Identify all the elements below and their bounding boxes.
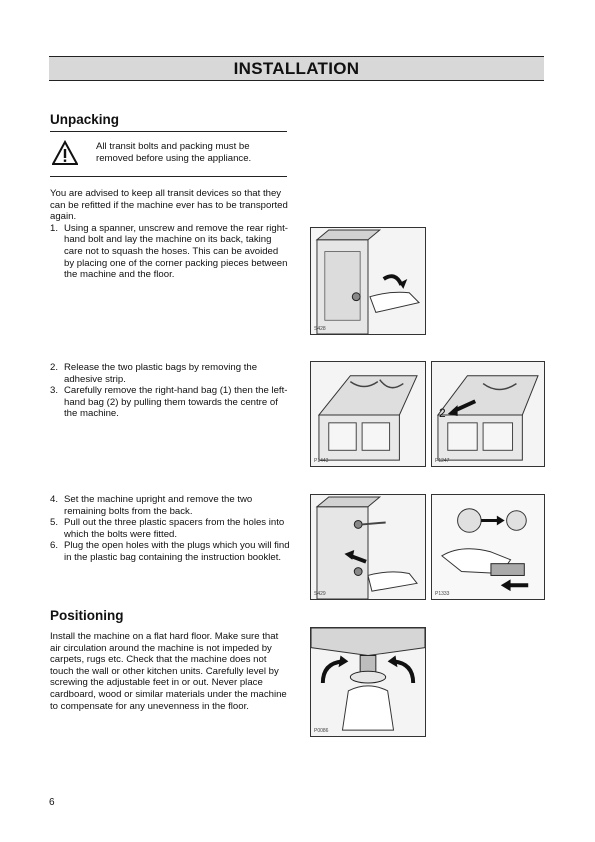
figure-release-bags: P1443 <box>310 361 426 467</box>
warning-text: All transit bolts and packing must be re… <box>96 141 252 164</box>
figure-code: S429 <box>314 591 326 597</box>
step-text: Plug the open holes with the plugs which… <box>64 540 290 563</box>
step-5: 5. Pull out the three plastic spacers fr… <box>50 517 290 540</box>
page-number: 6 <box>49 797 55 808</box>
figure-code: P0086 <box>314 728 329 734</box>
step-number: 2. <box>50 362 59 373</box>
figure-code: P1333 <box>435 591 450 597</box>
step-number: 1. <box>50 222 59 234</box>
machine-rear-illustration <box>315 229 421 334</box>
page-title-bar: INSTALLATION <box>49 56 544 81</box>
step-6: 6. Plug the open holes with the plugs wh… <box>50 540 290 563</box>
step-list-3: 4. Set the machine upright and remove th… <box>50 494 290 564</box>
machine-on-back-illustration <box>317 375 418 461</box>
step-1: 1. Using a spanner, unscrew and remove t… <box>50 223 290 281</box>
unpacking-top-rule <box>50 131 287 132</box>
step-3: 3. Carefully remove the right-hand bag (… <box>50 385 290 420</box>
figure-code: S428 <box>314 326 326 332</box>
step-text: Carefully remove the right-hand bag (1) … <box>64 385 288 420</box>
steps-2-3: 2. Release the two plastic bags by remov… <box>50 362 290 420</box>
step-list-1: 1. Using a spanner, unscrew and remove t… <box>50 223 290 281</box>
figure-remove-rear-bolt: S428 <box>310 227 426 335</box>
positioning-text: Install the machine on a flat hard floor… <box>50 631 287 712</box>
bag-removal-illustration <box>436 375 539 461</box>
step-text: Using a spanner, unscrew and remove the … <box>64 222 288 281</box>
spacer-plug-illustration <box>432 495 544 599</box>
unpacking-intro-text: You are advised to keep all transit devi… <box>50 188 288 223</box>
figure-adjust-feet: P0086 <box>310 627 426 737</box>
page-title: INSTALLATION <box>233 58 360 78</box>
unpacking-intro: You are advised to keep all transit devi… <box>50 188 290 281</box>
step-2: 2. Release the two plastic bags by remov… <box>50 362 290 385</box>
step-text: Pull out the three plastic spacers from … <box>64 517 285 540</box>
figure-code: P1247 <box>435 458 450 464</box>
step-text: Set the machine upright and remove the t… <box>64 494 253 517</box>
step-4: 4. Set the machine upright and remove th… <box>50 494 290 517</box>
warning-triangle-icon <box>52 140 78 165</box>
levelling-foot-illustration <box>311 628 425 731</box>
step-list-2: 2. Release the two plastic bags by remov… <box>50 362 290 420</box>
step-text: Release the two plastic bags by removing… <box>64 362 258 385</box>
step-number: 4. <box>50 494 59 505</box>
positioning-heading: Positioning <box>50 608 124 623</box>
figure-remove-left-bag: 2 P1247 <box>431 361 545 467</box>
step-number: 3. <box>50 385 59 397</box>
step-number: 6. <box>50 540 59 552</box>
step-number: 5. <box>50 517 59 529</box>
unpacking-bottom-rule <box>50 176 287 177</box>
figure-remove-remaining-bolts: S429 <box>310 494 426 600</box>
figure-code: P1443 <box>314 458 329 464</box>
machine-upright-illustration <box>315 496 418 599</box>
figure-spacers-and-plugs: P1333 <box>431 494 545 600</box>
unpacking-heading: Unpacking <box>50 112 120 127</box>
bag-number-label: 2 <box>439 406 446 420</box>
steps-4-6: 4. Set the machine upright and remove th… <box>50 494 290 564</box>
